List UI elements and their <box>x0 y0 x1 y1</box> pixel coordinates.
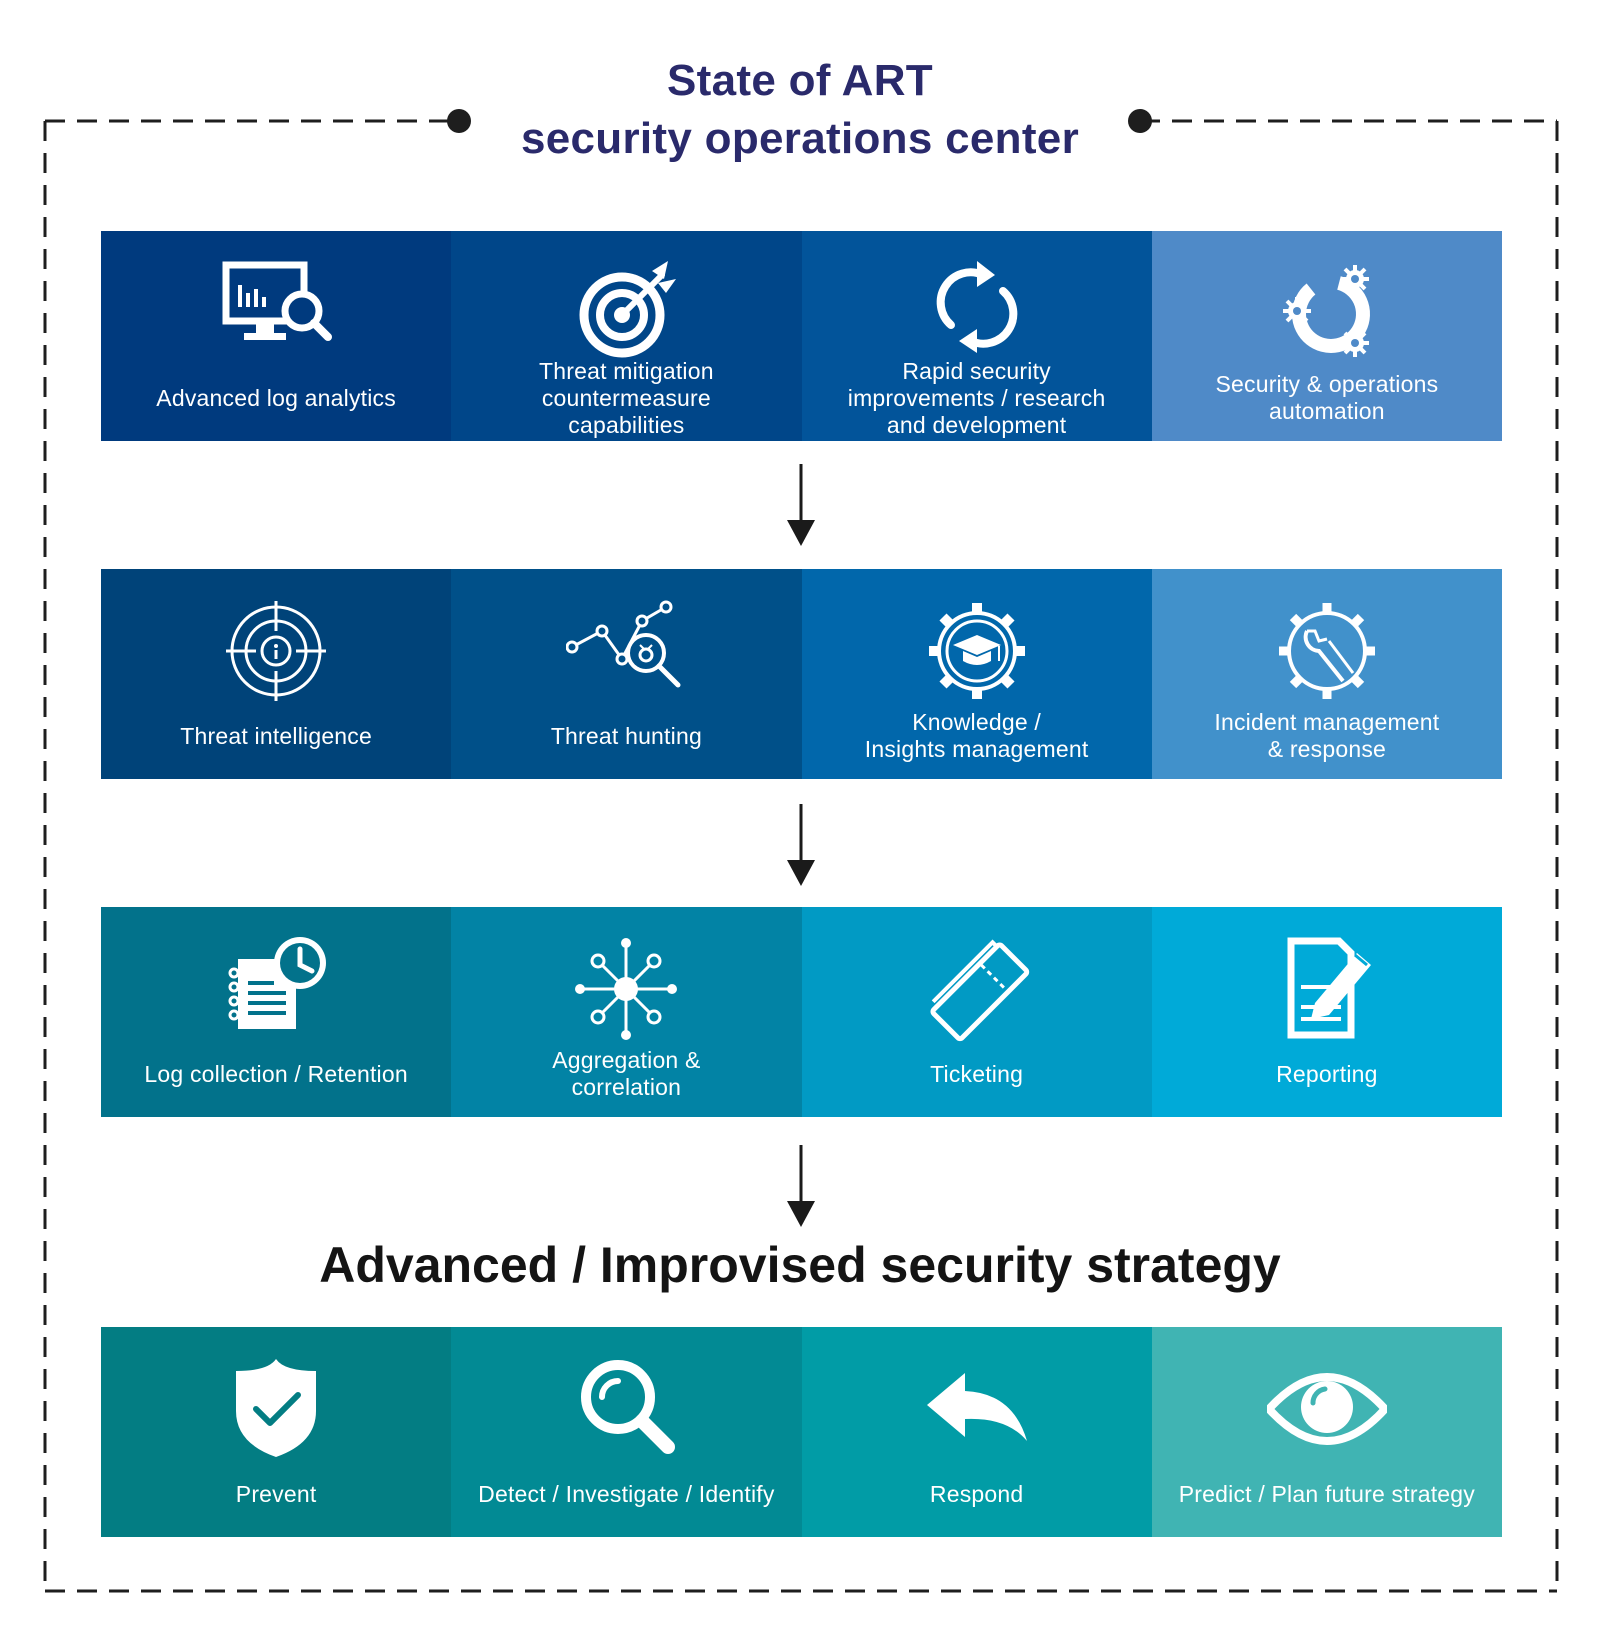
shield-check-icon <box>216 1349 336 1469</box>
network-hub-icon <box>566 929 686 1049</box>
tile-prevent: Prevent <box>101 1327 452 1537</box>
tile-security-automation: Security & operations automation <box>1151 231 1502 441</box>
gears-automation-icon <box>1267 253 1387 373</box>
gear-graduation-cap-icon <box>917 591 1037 711</box>
tile-label: Ticketing <box>930 1060 1024 1087</box>
reply-arrow-icon <box>917 1349 1037 1469</box>
frame-dot-left <box>447 109 471 133</box>
tile-aggregation-correlation: Aggregation & correlation <box>451 907 802 1117</box>
strategy-heading: Advanced / Improvised security strategy <box>319 1237 1281 1293</box>
tile-label: Log collection / Retention <box>144 1060 408 1087</box>
tile-threat-mitigation: Threat mitigation countermeasure capabil… <box>451 231 802 441</box>
capability-row-3: Log collection / Retention <box>101 907 1502 1117</box>
tile-label: Threat hunting <box>550 722 702 749</box>
eye-icon <box>1266 1349 1387 1469</box>
refresh-cycle-icon <box>917 253 1037 373</box>
tile-predict: Predict / Plan future strategy <box>1151 1327 1502 1537</box>
tile-label: Detect / Investigate / Identify <box>478 1480 775 1507</box>
tile-label: Threat mitigation countermeasure capabil… <box>539 357 714 438</box>
tile-label: Threat intelligence <box>180 722 372 749</box>
tile-knowledge-management: Knowledge / Insights management <box>801 569 1152 779</box>
radar-target-icon <box>216 591 336 711</box>
tile-rapid-security: Rapid security improvements / research a… <box>801 231 1152 441</box>
ticket-icon <box>917 929 1037 1049</box>
tile-log-collection: Log collection / Retention <box>101 907 452 1117</box>
down-arrow-3 <box>787 1145 815 1227</box>
title-line-2: security operations center <box>521 114 1079 163</box>
tile-label: Predict / Plan future strategy <box>1178 1480 1475 1507</box>
tile-threat-intelligence: Threat intelligence <box>101 569 452 779</box>
trend-search-icon <box>566 591 686 711</box>
tile-threat-hunting: Threat hunting <box>451 569 802 779</box>
tile-respond: Respond <box>801 1327 1152 1537</box>
capability-row-2: Threat intelligence Threat hunting <box>101 569 1502 779</box>
tile-label: Reporting <box>1276 1060 1378 1087</box>
report-pen-icon <box>1267 929 1387 1049</box>
frame-dot-right <box>1128 109 1152 133</box>
tile-detect: Detect / Investigate / Identify <box>451 1327 802 1537</box>
strategy-row: Prevent Detect / Investigate / Identify … <box>101 1327 1502 1537</box>
gear-wrench-icon <box>1267 591 1387 711</box>
tile-ticketing: Ticketing <box>801 907 1152 1117</box>
target-arrow-icon <box>566 253 686 373</box>
tile-label: Aggregation & correlation <box>552 1047 701 1100</box>
tile-advanced-log-analytics: Advanced log analytics <box>101 231 452 441</box>
tile-label: Prevent <box>235 1480 317 1507</box>
tile-label: Respond <box>929 1480 1024 1507</box>
tile-label: Security & operations automation <box>1215 371 1439 424</box>
tile-label: Rapid security improvements / research a… <box>847 357 1106 438</box>
down-arrow-2 <box>787 804 815 886</box>
tile-incident-management: Incident management & response <box>1151 569 1502 779</box>
tile-label: Knowledge / Insights management <box>864 709 1089 762</box>
tile-label: Incident management & response <box>1214 709 1440 762</box>
magnifier-icon <box>566 1349 686 1469</box>
notebook-clock-icon <box>216 929 336 1049</box>
monitor-analytics-icon <box>216 253 336 373</box>
title-line-1: State of ART <box>667 56 933 105</box>
tile-reporting: Reporting <box>1151 907 1502 1117</box>
down-arrow-1 <box>787 464 815 546</box>
tile-label: Advanced log analytics <box>156 384 396 411</box>
capability-row-1: Advanced log analytics Threat mitigation… <box>101 231 1502 441</box>
